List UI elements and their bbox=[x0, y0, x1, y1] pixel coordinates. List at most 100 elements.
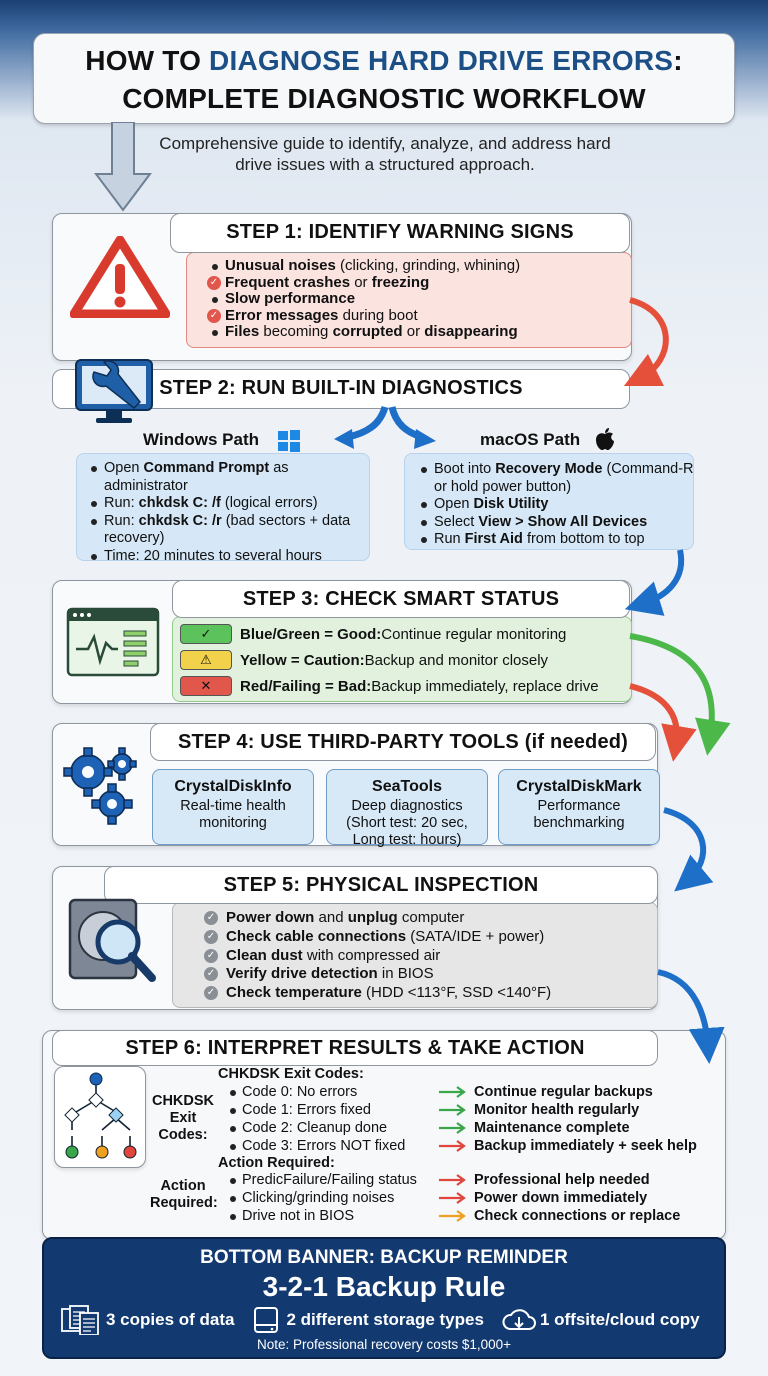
item-text: or bbox=[402, 323, 425, 340]
warning-sign-item: ✓ Frequent crashes or freezing bbox=[207, 273, 627, 292]
row-condition: PredicFailure/Failing status bbox=[226, 1172, 438, 1188]
row-action: Power down immediately bbox=[474, 1190, 648, 1206]
step1-list: Unusual noises (clicking, grinding, whin… bbox=[207, 257, 627, 341]
item-text: (bad sectors + data recovery) bbox=[104, 512, 351, 547]
step3-heading: STEP 3: CHECK SMART STATUS bbox=[172, 580, 630, 618]
item-bold: Frequent crashes bbox=[225, 273, 351, 291]
arrow-right-icon bbox=[439, 1140, 466, 1152]
diagnostic-step: Boot into Recovery Mode (Command-R or ho… bbox=[416, 461, 694, 496]
gears-icon bbox=[63, 747, 137, 825]
item-text: or bbox=[350, 273, 372, 291]
arrow-right-icon bbox=[439, 1210, 466, 1222]
diagnostic-step: Run: chkdsk C: /f (logical errors) bbox=[86, 495, 368, 513]
warning-sign-item: Files becoming corrupted or disappearing bbox=[207, 323, 627, 341]
step5-heading: STEP 5: PHYSICAL INSPECTION bbox=[104, 866, 658, 904]
banner-item-cloud: 1 offsite/cloud copy bbox=[539, 1310, 700, 1329]
item-text: Time: 20 minutes to several hours bbox=[104, 547, 322, 564]
check-icon: ✓ bbox=[207, 308, 221, 323]
tool-desc: Long test: hours) bbox=[352, 832, 462, 848]
page-title: HOW TO DIAGNOSE HARD DRIVE ERRORS: COMPL… bbox=[33, 33, 735, 124]
step1-panel bbox=[186, 252, 632, 348]
warning-sign-item: Slow performance bbox=[207, 290, 627, 308]
warning-sign-item: ✓Error messages during boot bbox=[207, 306, 627, 325]
macos-panel bbox=[404, 453, 694, 550]
item-bold: disappearing bbox=[424, 323, 518, 340]
cloud-icon bbox=[502, 1309, 536, 1330]
diagnostic-step: Select View > Show All Devices bbox=[416, 514, 694, 532]
condition-text: Drive not in BIOS bbox=[242, 1208, 355, 1224]
item-bold: Check temperature bbox=[226, 984, 362, 1002]
bullet bbox=[230, 1196, 236, 1202]
item-text: in BIOS bbox=[377, 965, 434, 983]
warning-icon bbox=[70, 236, 170, 318]
tool-name: CrystalDiskMark bbox=[516, 778, 642, 795]
item-bold: Verify drive detection bbox=[226, 965, 378, 983]
row-action: Check connections or replace bbox=[474, 1208, 681, 1224]
item-bold: Unusual noises bbox=[225, 257, 336, 274]
row-action: Continue regular backups bbox=[474, 1084, 653, 1100]
status-badge: ⚠ bbox=[180, 650, 232, 670]
row-action: Monitor health regularly bbox=[474, 1102, 640, 1118]
arrow-right-icon bbox=[439, 1192, 466, 1204]
bullet bbox=[230, 1144, 236, 1150]
bullet bbox=[230, 1108, 236, 1114]
status-label: Yellow = Caution: bbox=[240, 651, 365, 669]
check-icon: ✓ bbox=[204, 948, 218, 963]
check-icon: ✓ bbox=[207, 275, 221, 290]
title-line2: COMPLETE DIAGNOSTIC WORKFLOW bbox=[122, 83, 646, 114]
smart-monitor-icon bbox=[66, 607, 160, 677]
inspection-item: ✓Check cable connections (SATA/IDE + pow… bbox=[204, 928, 654, 947]
item-bold: unplug bbox=[347, 909, 398, 926]
tool-desc: Deep diagnostics bbox=[351, 798, 463, 814]
exit-code-row: Code 1: Errors fixed Monitor health regul… bbox=[226, 1101, 726, 1119]
status-label: Blue/Green = Good: bbox=[240, 625, 382, 643]
monitor-wrench-icon bbox=[75, 359, 153, 423]
item-text: (clicking, grinding, whining) bbox=[335, 257, 521, 274]
diagnostic-step: Run First Aid from bottom to top bbox=[416, 531, 694, 549]
split-arrows-icon bbox=[334, 405, 436, 449]
tool-desc: Performance bbox=[537, 798, 621, 814]
item-bold: Slow performance bbox=[225, 290, 356, 307]
action-header: Action Required: bbox=[218, 1155, 335, 1171]
arrow-right-icon bbox=[439, 1122, 466, 1134]
status-badge: ✓ bbox=[180, 624, 232, 644]
row-condition: Code 2: Cleanup done bbox=[226, 1120, 438, 1136]
row-condition: Code 1: Errors fixed bbox=[226, 1102, 438, 1118]
condition-text: Code 1: Errors fixed bbox=[242, 1102, 371, 1118]
tool-card: CrystalDiskMark Performance benchmarking bbox=[498, 769, 660, 845]
item-text: computer bbox=[397, 909, 465, 926]
step1-heading: STEP 1: IDENTIFY WARNING SIGNS bbox=[170, 213, 630, 253]
row-condition: Drive not in BIOS bbox=[226, 1208, 438, 1224]
backup-rule: 3-2-1 Backup Rule bbox=[262, 1271, 506, 1302]
item-text: Run: bbox=[104, 495, 139, 511]
item-bold: freezing bbox=[371, 273, 430, 291]
down-arrow-icon bbox=[94, 122, 152, 212]
condition-text: PredicFailure/Failing status bbox=[242, 1172, 417, 1188]
item-text: becoming bbox=[259, 323, 333, 340]
tool-desc: monitoring bbox=[199, 815, 267, 831]
action-row: Drive not in BIOS Check connections or re… bbox=[226, 1207, 726, 1225]
item-text: (logical errors) bbox=[220, 495, 318, 511]
item-text: during boot bbox=[338, 306, 418, 324]
drive-icon bbox=[254, 1307, 279, 1333]
check-icon: ✓ bbox=[204, 967, 218, 982]
condition-text: Code 2: Cleanup done bbox=[242, 1120, 388, 1136]
diagnostic-step: Open Disk Utility bbox=[416, 496, 694, 514]
item-bold: Disk Utility bbox=[473, 496, 549, 512]
step5-list: ✓Power down and unplug computer✓Check ca… bbox=[204, 909, 654, 1003]
item-bold: chkdsk C: /f bbox=[138, 495, 221, 511]
bullet bbox=[230, 1214, 236, 1220]
check-icon: ✓ bbox=[204, 929, 218, 944]
windows-panel bbox=[76, 453, 370, 561]
smart-status-list: ✓Blue/Green = Good: Continue regular mon… bbox=[180, 623, 630, 701]
hard-drive-magnifier-icon bbox=[68, 898, 156, 982]
banner-item-storage: 2 different storage types bbox=[286, 1310, 484, 1329]
tool-card: CrystalDiskInfo Real-time health monitor… bbox=[152, 769, 314, 845]
step6-heading: STEP 6: INTERPRET RESULTS & TAKE ACTION bbox=[52, 1030, 658, 1066]
condition-text: Clicking/grinding noises bbox=[242, 1190, 395, 1206]
arrow-step2-3 bbox=[624, 549, 685, 616]
item-text: Select bbox=[434, 513, 479, 530]
